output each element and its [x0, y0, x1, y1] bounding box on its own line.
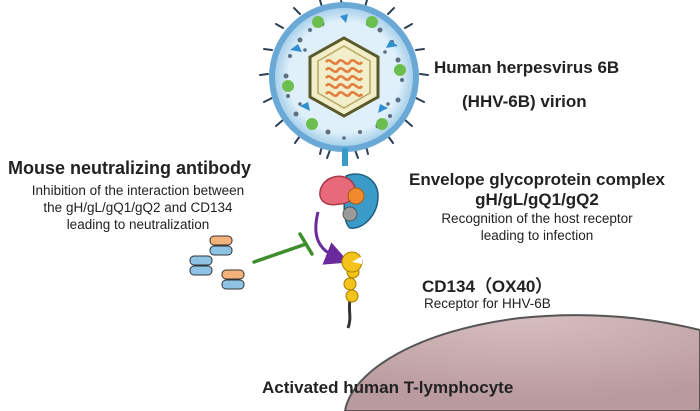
virion-glycoproteins: [282, 14, 406, 130]
glycoprotein-complex: [319, 148, 379, 229]
virion-title-line1: Human herpesvirus 6B: [434, 58, 620, 77]
virion-spikes: [259, 0, 429, 159]
genome-dna: [324, 59, 364, 97]
inhibition-line: [252, 232, 314, 264]
glycoprotein-desc-line1: Recognition of the host receptor: [441, 211, 633, 226]
antibody-description: Inhibition of the interaction between th…: [6, 182, 270, 233]
virion-title-line2: (HHV-6B) virion: [462, 92, 587, 111]
glycoprotein-title-line2: gH/gL/gQ1/gQ2: [475, 190, 599, 209]
glycoprotein-label: Envelope glycoprotein complex gH/gL/gQ1/…: [378, 170, 696, 244]
receptor-description: Receptor for HHV-6B: [424, 296, 551, 311]
antibody-desc-line2: the gH/gL/gQ1/gQ2 and CD134: [43, 200, 233, 215]
cell-label: Activated human T-lymphocyte: [262, 378, 514, 397]
cd134-receptor: [341, 251, 363, 329]
antibody-icon: [189, 235, 245, 290]
receptor-title: CD134（OX40）: [422, 277, 553, 296]
t-lymphocyte-cell: [343, 314, 700, 411]
antibody-desc-line3: leading to neutralization: [66, 217, 210, 232]
glycoprotein-desc-line2: leading to infection: [480, 228, 594, 243]
infection-arrow: [314, 211, 350, 265]
antibody-title: Mouse neutralizing antibody: [8, 158, 252, 178]
antibody-desc-line1: Inhibition of the interaction between: [31, 183, 245, 198]
glycoprotein-title-line1: Envelope glycoprotein complex: [408, 170, 665, 189]
